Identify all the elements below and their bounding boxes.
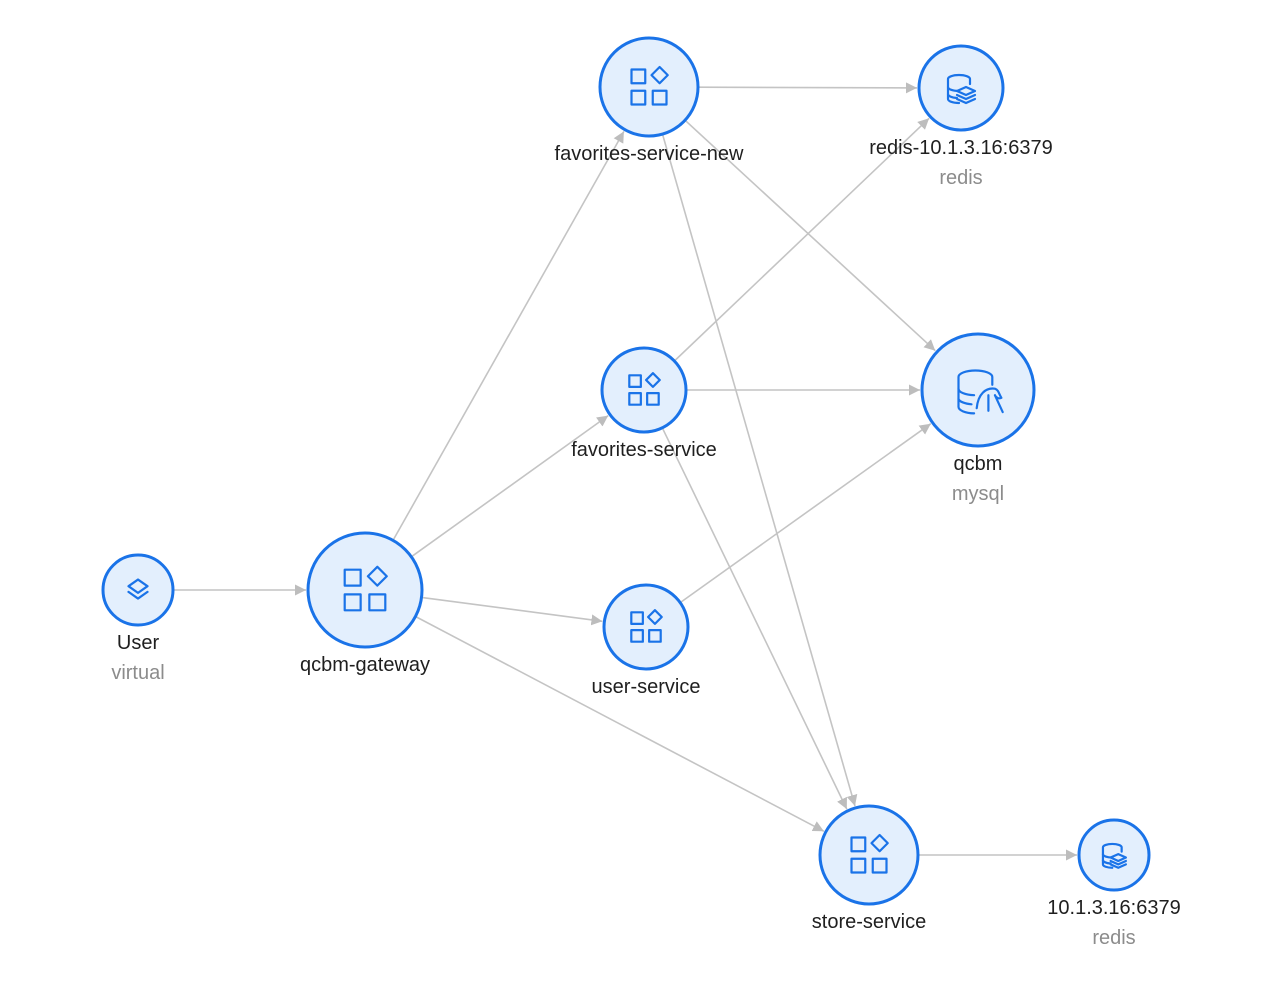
node-label: user-service xyxy=(592,676,701,698)
app-grid-icon xyxy=(630,65,669,106)
edge-favorites-service-to-redis-main xyxy=(673,117,930,362)
edge-favorites-service-new-to-redis-main xyxy=(697,82,918,94)
node-circle[interactable] xyxy=(920,332,1036,448)
node-circle[interactable] xyxy=(917,44,1005,132)
node-favorites-service-new[interactable]: favorites-service-new xyxy=(555,36,745,165)
edge-user-service-to-qcbm-db xyxy=(679,423,932,604)
node-qcbm-gateway[interactable]: qcbm-gateway xyxy=(300,531,430,676)
node-label: 10.1.3.16:6379 xyxy=(1047,897,1180,919)
node-label: store-service xyxy=(812,911,926,933)
node-circle[interactable] xyxy=(306,531,424,649)
node-type-label: redis xyxy=(939,167,982,189)
app-grid-icon xyxy=(850,833,889,874)
node-label: favorites-service-new xyxy=(555,143,745,165)
node-user[interactable]: User virtual xyxy=(101,553,175,684)
node-label: favorites-service xyxy=(571,439,717,461)
node-type-label: virtual xyxy=(111,662,164,684)
node-type-label: mysql xyxy=(952,483,1004,505)
edge-qcbm-gateway-to-favorites-service xyxy=(410,414,609,558)
mysql-db-icon xyxy=(957,369,1004,415)
node-label: qcbm-gateway xyxy=(300,654,430,676)
app-grid-icon xyxy=(628,372,661,406)
node-circle[interactable] xyxy=(818,804,920,906)
app-grid-icon xyxy=(343,565,388,612)
node-circle[interactable] xyxy=(598,36,700,138)
edge-qcbm-gateway-to-store-service xyxy=(415,615,825,833)
redis-db-icon xyxy=(1101,842,1128,869)
node-qcbm-db[interactable]: qcbm mysql xyxy=(920,332,1036,505)
node-store-service[interactable]: store-service xyxy=(812,804,926,933)
edges-layer xyxy=(173,82,1077,861)
node-redis-main[interactable]: redis-10.1.3.16:6379 redis xyxy=(869,44,1053,189)
node-label: redis-10.1.3.16:6379 xyxy=(869,137,1052,159)
node-circle[interactable] xyxy=(101,553,175,627)
node-user-service[interactable]: user-service xyxy=(592,583,701,698)
edge-qcbm-gateway-to-favorites-service-new xyxy=(392,131,625,541)
node-label: User xyxy=(117,632,160,654)
layers-icon xyxy=(127,578,149,600)
edge-favorites-service-new-to-store-service xyxy=(661,133,858,807)
node-redis-store[interactable]: 10.1.3.16:6379 redis xyxy=(1047,818,1181,949)
edge-favorites-service-to-store-service xyxy=(661,427,848,810)
node-type-label: redis xyxy=(1092,927,1135,949)
node-circle[interactable] xyxy=(600,346,688,434)
node-circle[interactable] xyxy=(602,583,690,671)
edge-favorites-service-new-to-qcbm-db xyxy=(684,119,936,352)
node-favorites-service[interactable]: favorites-service xyxy=(571,346,717,461)
nodes-layer: User virtual qcbm-gateway favorites-service… xyxy=(101,36,1181,949)
node-label: qcbm xyxy=(954,453,1003,475)
redis-db-icon xyxy=(946,73,977,105)
app-grid-icon xyxy=(630,609,663,643)
edge-qcbm-gateway-to-user-service xyxy=(421,596,603,626)
